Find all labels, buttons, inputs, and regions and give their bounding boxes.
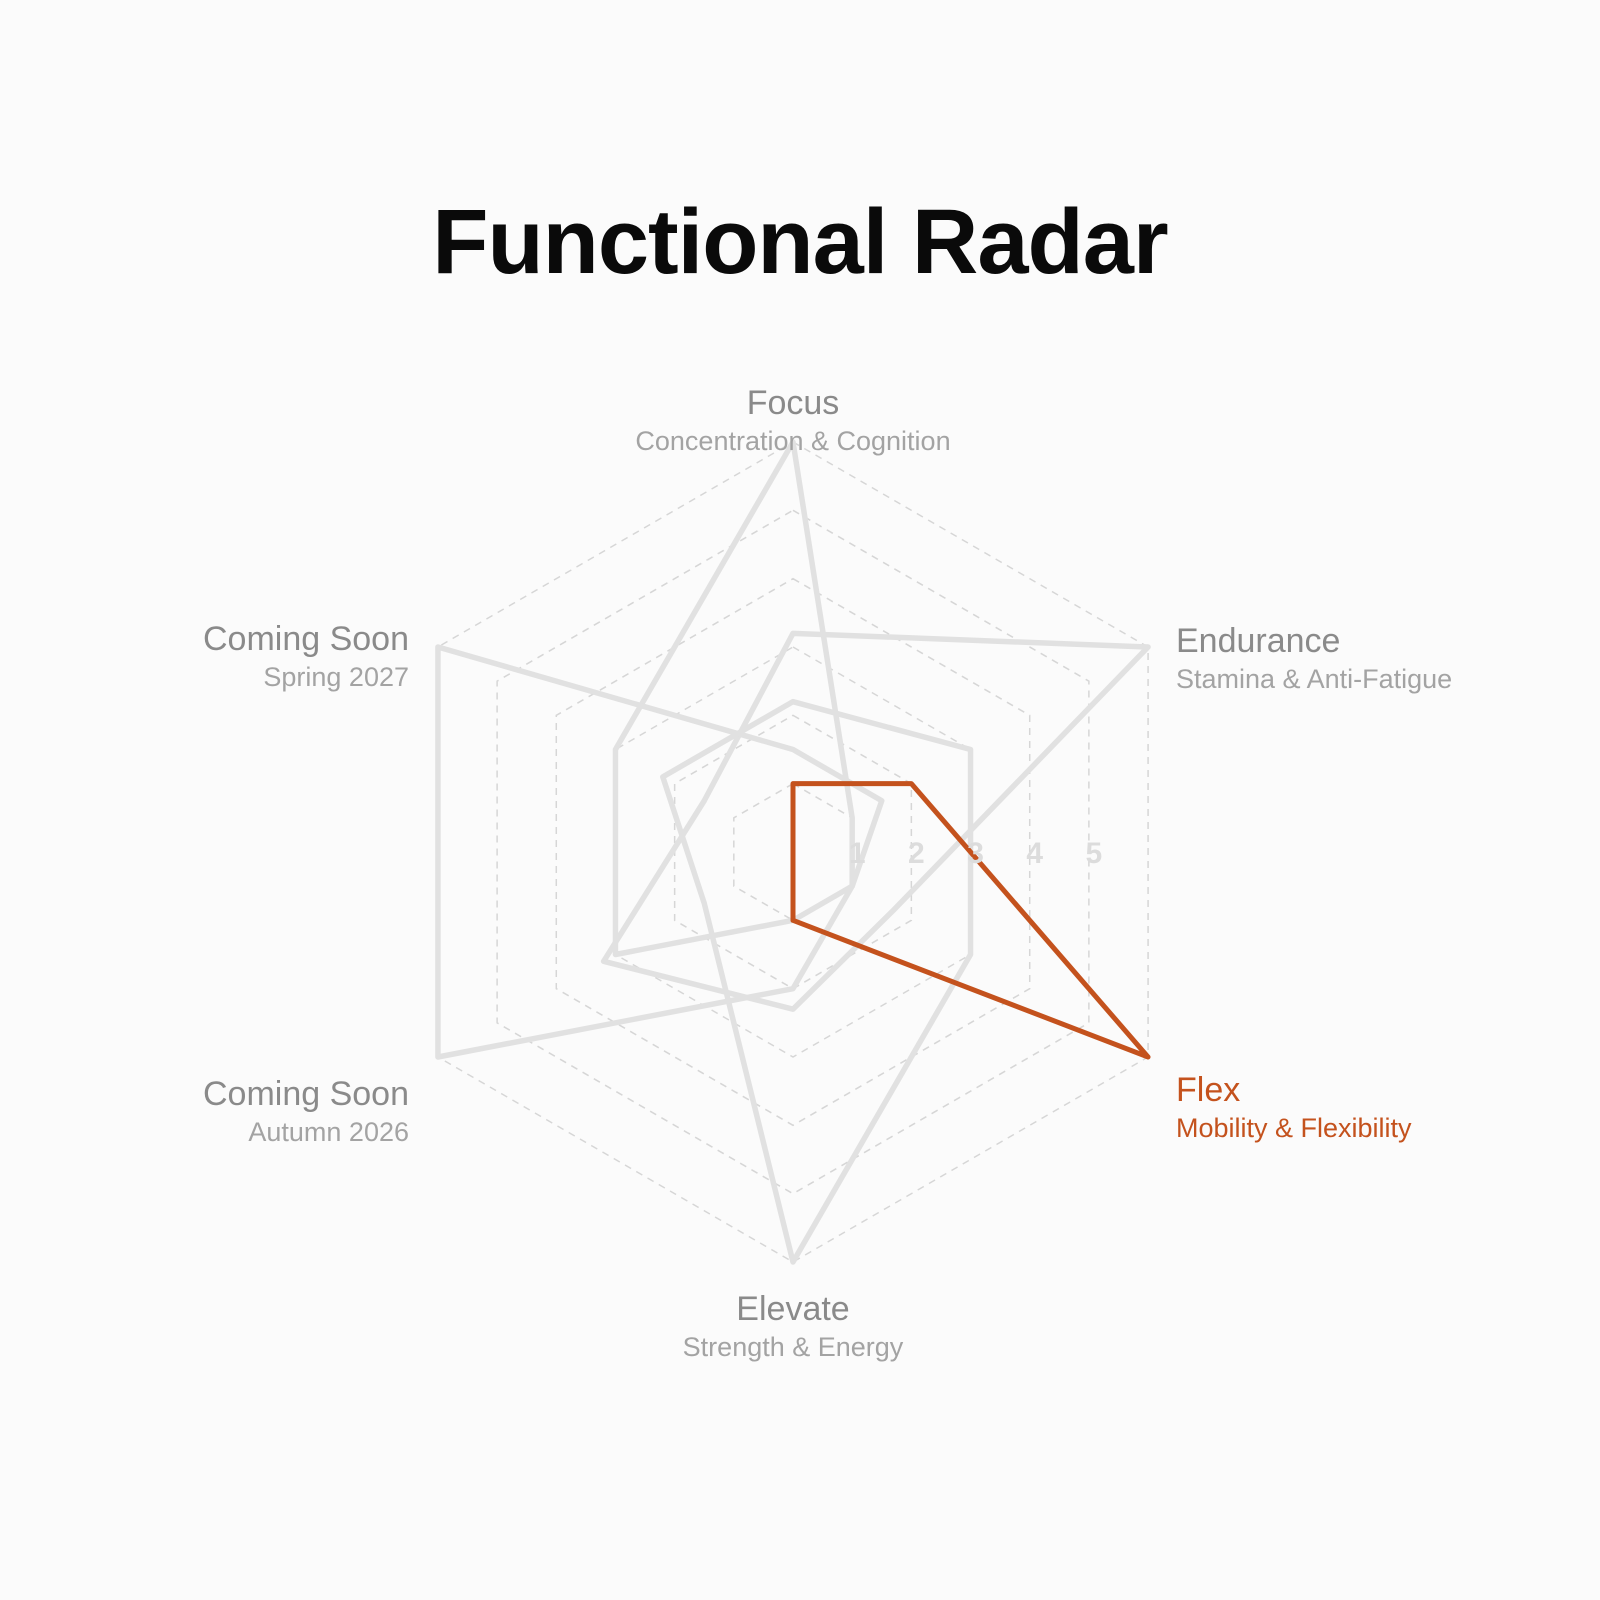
grid-ring (614, 646, 972, 1058)
grid-ring (555, 577, 1031, 1127)
axis-label-subtitle: Stamina & Anti-Fatigue (1176, 664, 1452, 694)
axis-label-subtitle: Autumn 2026 (248, 1117, 409, 1147)
axis-label-name: Flex (1176, 1071, 1240, 1109)
tick-label: 1 (849, 837, 866, 870)
axis-label-name: Coming Soon (203, 620, 409, 658)
axis-label-name: Elevate (736, 1290, 849, 1328)
axis-label-subtitle: Strength & Energy (683, 1332, 904, 1362)
tick-label: 2 (908, 837, 925, 870)
axis-label-subtitle: Concentration & Cognition (635, 426, 950, 456)
tick-layer: 1 2 3 4 5 (849, 837, 1102, 870)
series-polygon (435, 644, 885, 1060)
axis-label-name: Coming Soon (203, 1075, 409, 1113)
series-layer (435, 439, 1151, 1265)
tick-label: 3 (967, 837, 984, 870)
tick-label: 4 (1026, 837, 1043, 870)
series-polygon (660, 698, 974, 1265)
series-polygon (612, 439, 855, 958)
series-polygon-highlight (790, 781, 1151, 1060)
axis-label-name: Focus (747, 384, 840, 422)
axis-label-subtitle: Mobility & Flexibility (1176, 1113, 1412, 1143)
chart-title: Functional Radar (432, 191, 1168, 293)
axis-label-subtitle: Spring 2027 (263, 662, 409, 692)
series-polygon (600, 630, 1151, 1012)
tick-label: 5 (1086, 837, 1103, 870)
grid-ring (496, 509, 1090, 1195)
axis-label-name: Endurance (1176, 622, 1340, 660)
